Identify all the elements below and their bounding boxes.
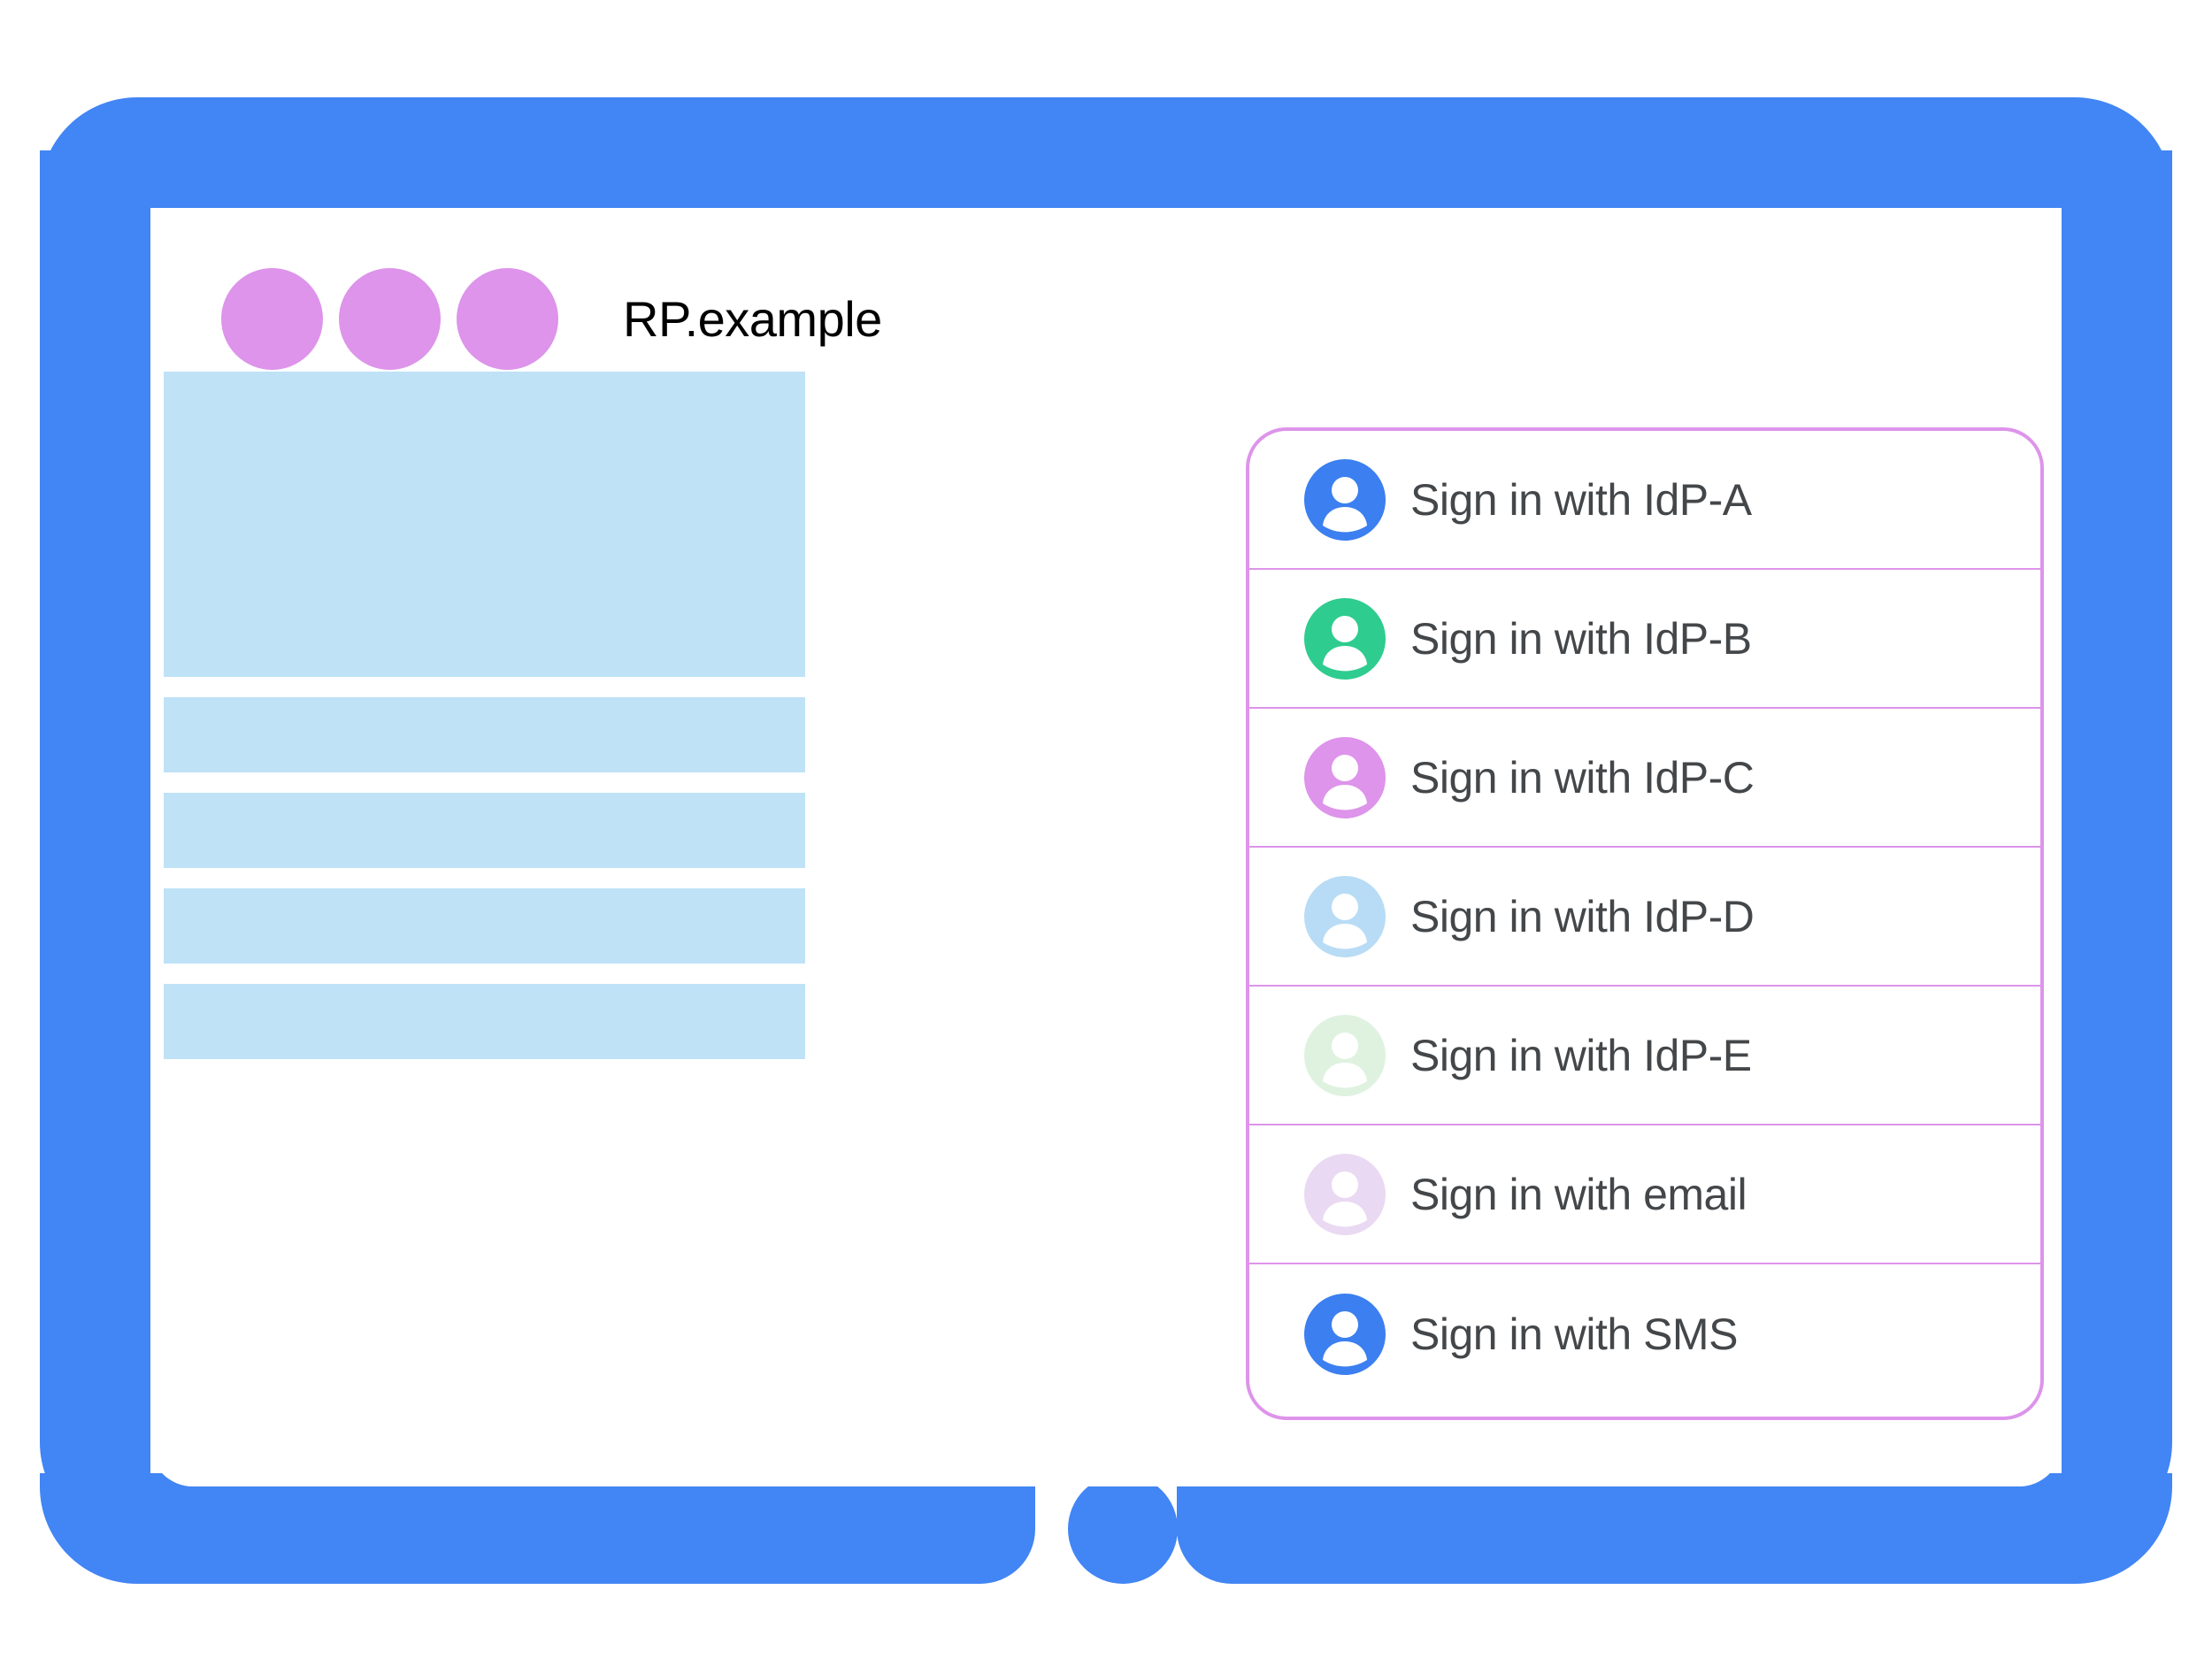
page-content-placeholders <box>164 372 805 1079</box>
signin-option-idp-e[interactable]: Sign in with IdP-E <box>1249 987 2040 1125</box>
signin-option-label: Sign in with email <box>1410 1169 1747 1219</box>
signin-option-email[interactable]: Sign in with email <box>1249 1125 2040 1264</box>
signin-option-idp-d[interactable]: Sign in with IdP-D <box>1249 848 2040 987</box>
signin-option-idp-b[interactable]: Sign in with IdP-B <box>1249 570 2040 709</box>
signin-option-label: Sign in with IdP-D <box>1410 891 1755 941</box>
window-dot-3[interactable] <box>457 267 558 370</box>
window-dot-2[interactable] <box>339 267 441 370</box>
frame-bottom-left-bezel <box>40 1473 1035 1584</box>
avatar-icon <box>1304 1153 1386 1235</box>
signin-option-idp-c[interactable]: Sign in with IdP-C <box>1249 709 2040 848</box>
home-button[interactable] <box>1068 1474 1178 1584</box>
signin-option-label: Sign in with IdP-B <box>1410 613 1752 664</box>
signin-option-label: Sign in with SMS <box>1410 1309 1738 1359</box>
frame-top-bezel <box>40 97 2172 208</box>
avatar-icon <box>1304 1014 1386 1096</box>
signin-option-label: Sign in with IdP-C <box>1410 752 1755 803</box>
avatar-icon <box>1304 736 1386 818</box>
placeholder-bar-3 <box>164 888 805 964</box>
device-frame: RP.example <box>40 97 2172 1584</box>
signin-option-label: Sign in with IdP-E <box>1410 1030 1752 1080</box>
placeholder-bar-2 <box>164 793 805 868</box>
placeholder-hero <box>164 372 805 677</box>
frame-left-bezel <box>40 150 150 1540</box>
placeholder-bar-1 <box>164 697 805 772</box>
frame-right-bezel <box>2062 150 2172 1540</box>
avatar-icon <box>1304 1293 1386 1375</box>
avatar-icon <box>1304 458 1386 541</box>
page-title: RP.example <box>623 290 882 347</box>
frame-bottom-right-bezel <box>1177 1473 2172 1584</box>
browser-title-bar: RP.example <box>221 261 882 376</box>
signin-option-idp-a[interactable]: Sign in with IdP-A <box>1249 431 2040 570</box>
placeholder-bar-4 <box>164 984 805 1059</box>
window-dot-1[interactable] <box>221 267 323 370</box>
avatar-icon <box>1304 875 1386 957</box>
signin-account-chooser-card: Sign in with IdP-A Sign in with IdP-B Si… <box>1246 427 2044 1420</box>
signin-option-sms[interactable]: Sign in with SMS <box>1249 1264 2040 1403</box>
signin-option-label: Sign in with IdP-A <box>1410 474 1752 525</box>
avatar-icon <box>1304 597 1386 680</box>
